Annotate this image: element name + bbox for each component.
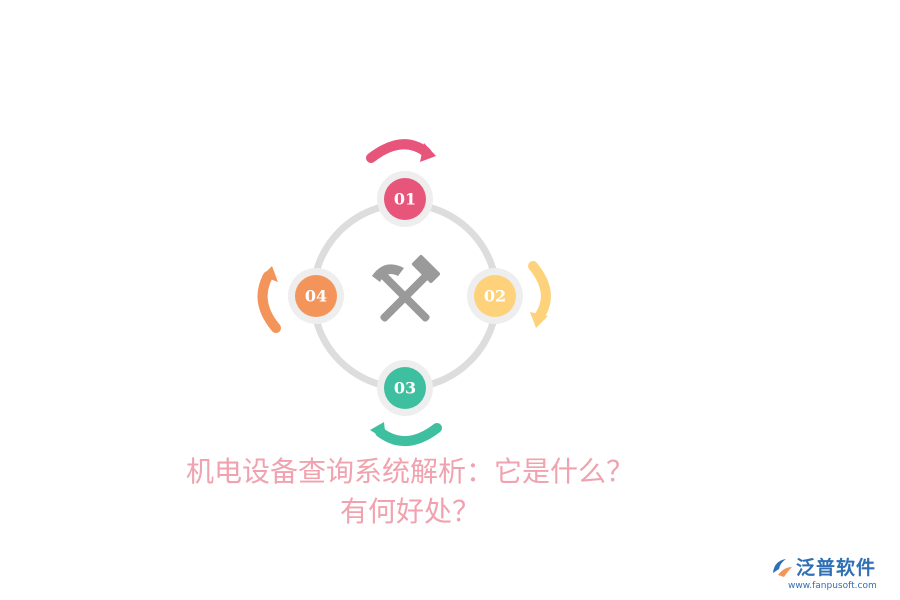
logo-text: 泛普软件 <box>796 557 877 579</box>
step-label-02: 02 <box>484 287 506 306</box>
fanpu-logo-icon <box>773 559 792 577</box>
curved-arrow-left-icon <box>370 422 442 447</box>
step-label-01: 01 <box>394 190 416 209</box>
step-label-03: 03 <box>394 379 416 398</box>
step-node-03: 03 <box>377 360 433 416</box>
brand-logo[interactable]: 泛普软件 www.fanpusoft.com <box>770 553 894 597</box>
step-node-01: 01 <box>377 171 433 227</box>
step-label-04: 04 <box>305 287 327 306</box>
step-node-02: 02 <box>467 268 523 324</box>
page-title-line-1: 机电设备查询系统解析：它是什么？ <box>185 455 634 488</box>
page-title-line-2: 有何好处？ <box>339 495 480 528</box>
curved-arrow-down-icon <box>528 261 551 328</box>
curved-arrow-right-icon <box>366 139 436 163</box>
curved-arrow-up-icon <box>257 266 281 333</box>
logo-url: www.fanpusoft.com <box>788 581 877 591</box>
step-node-04: 04 <box>288 268 344 324</box>
hammer-and-pick-icon <box>372 254 441 322</box>
